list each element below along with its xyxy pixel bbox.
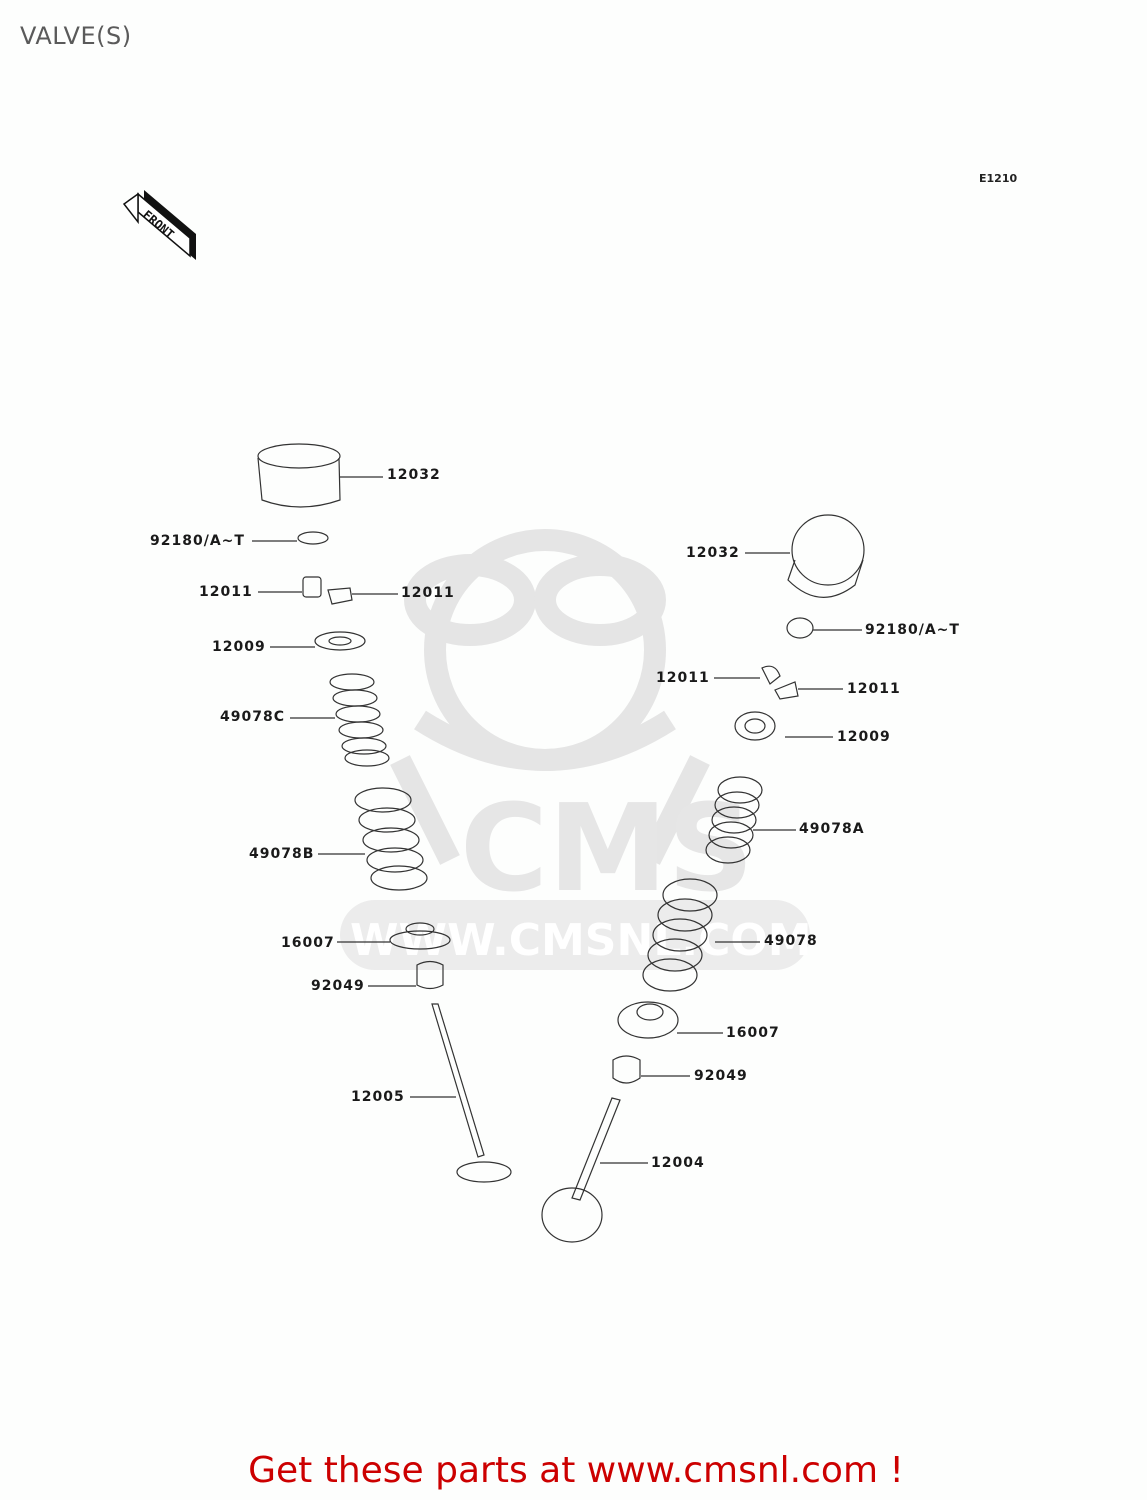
part-label-outer-spring-left[interactable]: 49078B xyxy=(249,846,315,862)
part-label-inner-spring-right[interactable]: 49078A xyxy=(799,821,865,837)
part-label-shim-right[interactable]: 92180/A~T xyxy=(865,622,960,638)
part-label-spring-seat-left[interactable]: 16007 xyxy=(281,935,335,951)
part-label-tappet-left[interactable]: 12032 xyxy=(387,467,441,483)
watermark-logo xyxy=(390,529,710,865)
footer-promo[interactable]: Get these parts at www.cmsnl.com ! xyxy=(0,1450,1147,1491)
part-label-cotter-right-b[interactable]: 12011 xyxy=(847,681,901,697)
part-label-exhaust-valve[interactable]: 12005 xyxy=(351,1089,405,1105)
part-label-retainer-right[interactable]: 12009 xyxy=(837,729,891,745)
part-label-retainer-left[interactable]: 12009 xyxy=(212,639,266,655)
part-label-stem-seal-right[interactable]: 92049 xyxy=(694,1068,748,1084)
part-label-spring-seat-right[interactable]: 16007 xyxy=(726,1025,780,1041)
part-label-cotter-left-a[interactable]: 12011 xyxy=(199,584,253,600)
footer-link[interactable]: Get these parts at www.cmsnl.com ! xyxy=(248,1450,904,1491)
part-label-shim-left[interactable]: 92180/A~T xyxy=(150,533,245,549)
part-label-inner-spring-left[interactable]: 49078C xyxy=(220,709,285,725)
page-title: VALVE(S) xyxy=(20,22,132,50)
diagram-code: E1210 xyxy=(979,172,1018,185)
svg-text:CMS: CMS xyxy=(460,780,754,919)
watermark-text: WWW.CMSNL.COM CMS xyxy=(340,780,812,970)
front-arrow-icon: FRONT xyxy=(122,190,196,260)
part-label-cotter-left-b[interactable]: 12011 xyxy=(401,585,455,601)
part-label-tappet-right[interactable]: 12032 xyxy=(686,545,740,561)
part-label-intake-valve[interactable]: 12004 xyxy=(651,1155,705,1171)
part-label-cotter-right-a[interactable]: 12011 xyxy=(656,670,710,686)
valve-exploded-diagram: WWW.CMSNL.COM CMS xyxy=(252,443,865,1243)
part-label-stem-seal-left[interactable]: 92049 xyxy=(311,978,365,994)
part-label-outer-spring-right[interactable]: 49078 xyxy=(764,933,818,949)
